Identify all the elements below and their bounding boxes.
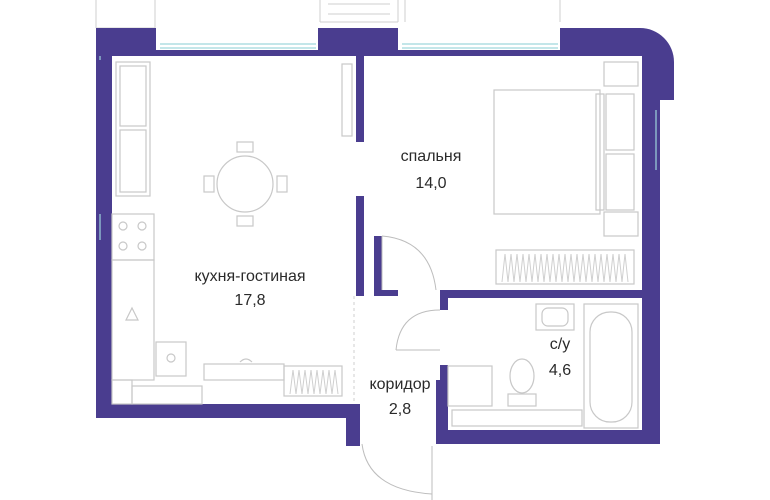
washbasin [535, 303, 575, 331]
washing-machine [447, 365, 493, 407]
room-area-bedroom: 14,0 [415, 175, 446, 192]
radiator [283, 365, 343, 397]
nightstands [603, 61, 639, 237]
room-label-corridor: коридор 2,8 [369, 376, 430, 418]
bottom-shelf [111, 379, 203, 405]
room-area-bathroom: 4,6 [549, 362, 571, 379]
wall-cabinet [341, 63, 353, 137]
room-label-bathroom: с/у 4,6 [549, 336, 571, 379]
doors [353, 235, 441, 500]
walls [96, 28, 674, 446]
balcony-lines [95, 0, 561, 29]
room-label-bedroom: спальня 14,0 [401, 148, 462, 192]
bathtub [583, 303, 639, 429]
room-area-living: 17,8 [234, 292, 265, 309]
tv-stand [203, 358, 285, 381]
sofa [115, 61, 151, 197]
dining-table [203, 141, 288, 227]
room-name-bathroom: с/у [550, 336, 570, 353]
room-name-bedroom: спальня [401, 148, 462, 165]
room-area-corridor: 2,8 [389, 401, 411, 418]
double-bed [493, 89, 635, 215]
room-name-corridor: коридор [369, 376, 430, 393]
room-label-living: кухня-гостиная 17,8 [194, 268, 305, 309]
bathroom-shelf [451, 409, 583, 427]
stove [111, 213, 155, 261]
kitchen-counter [111, 259, 187, 381]
room-name-living: кухня-гостиная [194, 268, 305, 285]
toilet [507, 358, 537, 407]
bedroom-radiator [495, 249, 635, 285]
windows [99, 43, 657, 240]
